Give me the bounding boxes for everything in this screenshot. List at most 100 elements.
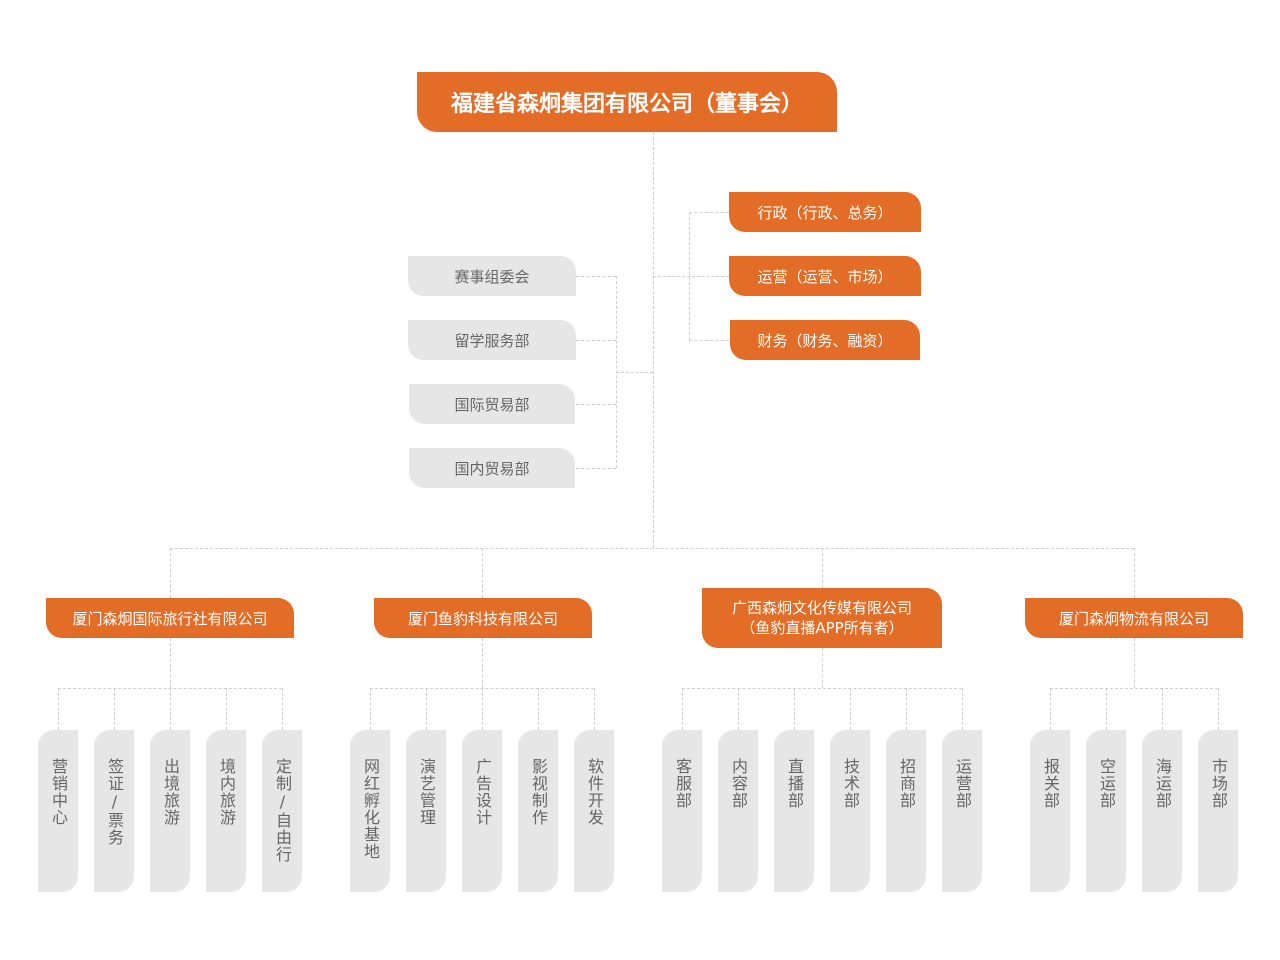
sub-department-box: 演艺管理 bbox=[406, 730, 446, 892]
connector-line bbox=[689, 212, 729, 213]
connector-line bbox=[482, 548, 483, 598]
connector-line bbox=[576, 468, 616, 469]
sub-department-box: 空运部 bbox=[1086, 730, 1126, 892]
dept-label: 财务（财务、融资） bbox=[757, 331, 893, 350]
sub-department-box: 软件开发 bbox=[574, 730, 614, 892]
company-label: 厦门鱼豹科技有限公司 bbox=[407, 609, 558, 628]
sub-department-label: 市场部 bbox=[1209, 758, 1228, 809]
connector-line bbox=[689, 340, 729, 341]
sub-department-box: 客服部 bbox=[662, 730, 702, 892]
sub-department-box: 内容部 bbox=[718, 730, 758, 892]
board-label: 福建省森炯集团有限公司（董事会） bbox=[450, 92, 803, 117]
connector-line bbox=[426, 688, 427, 730]
connector-line bbox=[850, 688, 851, 730]
sub-department-box: 报关部 bbox=[1030, 730, 1070, 892]
connector-line bbox=[653, 276, 729, 277]
company-label-sub: （鱼豹直播APP所有者） bbox=[740, 619, 904, 637]
dept-domestic-trade: 国内贸易部 bbox=[409, 448, 575, 488]
dept-label: 运营（运营、市场） bbox=[757, 267, 893, 286]
dept-label: 国内贸易部 bbox=[454, 459, 530, 478]
company-media: 广西森炯文化传媒有限公司 （鱼豹直播APP所有者） bbox=[702, 588, 942, 648]
connector-line bbox=[1162, 688, 1163, 730]
sub-department-label: 报关部 bbox=[1041, 758, 1060, 809]
connector-line bbox=[906, 688, 907, 730]
sub-department-box: 招商部 bbox=[886, 730, 926, 892]
dept-event-committee: 赛事组委会 bbox=[408, 256, 576, 296]
dept-label: 留学服务部 bbox=[454, 331, 530, 350]
connector-line bbox=[1050, 688, 1051, 730]
sub-department-box: 市场部 bbox=[1198, 730, 1238, 892]
connector-line bbox=[653, 132, 654, 548]
connector-line bbox=[822, 548, 823, 588]
sub-department-label: 海运部 bbox=[1153, 758, 1172, 809]
sub-department-label: 直播部 bbox=[785, 758, 804, 809]
connector-line bbox=[482, 688, 483, 730]
company-logistics: 厦门森炯物流有限公司 bbox=[1025, 598, 1243, 638]
sub-department-box: 出境旅游 bbox=[150, 730, 190, 892]
connector-line bbox=[576, 404, 616, 405]
sub-department-label: 空运部 bbox=[1097, 758, 1116, 809]
sub-department-box: 运营部 bbox=[942, 730, 982, 892]
connector-line bbox=[170, 548, 1134, 549]
connector-line bbox=[170, 638, 171, 688]
connector-line bbox=[538, 688, 539, 730]
dept-finance: 财务（财务、融资） bbox=[730, 320, 920, 360]
dept-international-trade: 国际贸易部 bbox=[409, 384, 575, 424]
connector-line bbox=[576, 276, 616, 277]
sub-department-box: 影视制作 bbox=[518, 730, 558, 892]
board-box: 福建省森炯集团有限公司（董事会） bbox=[417, 72, 837, 132]
dept-study-abroad: 留学服务部 bbox=[408, 320, 576, 360]
company-tech: 厦门鱼豹科技有限公司 bbox=[374, 598, 592, 638]
dept-operations: 运营（运营、市场） bbox=[729, 256, 921, 296]
sub-department-label: 客服部 bbox=[673, 758, 692, 809]
connector-line bbox=[962, 688, 963, 730]
connector-line bbox=[794, 688, 795, 730]
connector-line bbox=[370, 688, 371, 730]
connector-line bbox=[114, 688, 115, 730]
connector-line bbox=[576, 340, 616, 341]
sub-department-box: 境内旅游 bbox=[206, 730, 246, 892]
sub-department-label: 广告设计 bbox=[473, 758, 492, 826]
sub-department-label: 签证/票务 bbox=[105, 758, 124, 846]
company-label: 厦门森炯物流有限公司 bbox=[1058, 609, 1209, 628]
sub-department-label: 网红孵化基地 bbox=[361, 758, 380, 860]
sub-department-label: 招商部 bbox=[897, 758, 916, 809]
connector-line bbox=[226, 688, 227, 730]
sub-department-box: 广告设计 bbox=[462, 730, 502, 892]
sub-department-box: 海运部 bbox=[1142, 730, 1182, 892]
connector-line bbox=[1134, 638, 1135, 688]
sub-department-label: 演艺管理 bbox=[417, 758, 436, 826]
sub-department-box: 签证/票务 bbox=[94, 730, 134, 892]
dept-admin: 行政（行政、总务） bbox=[729, 192, 921, 232]
sub-department-box: 定制/自由行 bbox=[262, 730, 302, 892]
connector-line bbox=[682, 688, 683, 730]
sub-department-label: 出境旅游 bbox=[161, 758, 180, 826]
dept-label: 国际贸易部 bbox=[454, 395, 530, 414]
sub-department-box: 网红孵化基地 bbox=[350, 730, 390, 892]
connector-line bbox=[170, 548, 171, 598]
connector-line bbox=[594, 688, 595, 730]
sub-department-label: 影视制作 bbox=[529, 758, 548, 826]
sub-department-box: 技术部 bbox=[830, 730, 870, 892]
sub-department-label: 运营部 bbox=[953, 758, 972, 809]
company-label: 广西森炯文化传媒有限公司 bbox=[731, 599, 912, 617]
connector-line bbox=[170, 688, 171, 730]
connector-line bbox=[822, 648, 823, 688]
connector-line bbox=[1050, 688, 1218, 689]
sub-department-label: 营销中心 bbox=[49, 758, 68, 826]
dept-label: 赛事组委会 bbox=[454, 267, 530, 286]
connector-line bbox=[482, 638, 483, 688]
sub-department-label: 定制/自由行 bbox=[273, 758, 292, 863]
connector-line bbox=[1106, 688, 1107, 730]
connector-line bbox=[616, 372, 653, 373]
connector-line bbox=[689, 212, 690, 340]
connector-line bbox=[58, 688, 59, 730]
sub-department-label: 软件开发 bbox=[585, 758, 604, 826]
dept-label: 行政（行政、总务） bbox=[757, 203, 893, 222]
sub-department-box: 营销中心 bbox=[38, 730, 78, 892]
sub-department-label: 技术部 bbox=[841, 758, 860, 809]
company-label: 厦门森炯国际旅行社有限公司 bbox=[72, 609, 268, 628]
sub-department-label: 境内旅游 bbox=[217, 758, 236, 826]
connector-line bbox=[282, 688, 283, 730]
sub-department-box: 直播部 bbox=[774, 730, 814, 892]
